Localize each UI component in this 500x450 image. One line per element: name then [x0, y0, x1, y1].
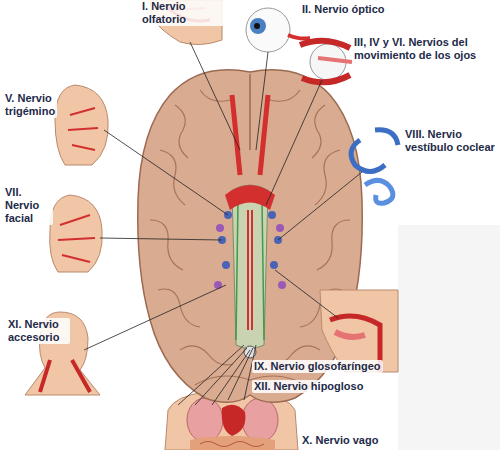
- inner-ear-figure: [351, 130, 398, 204]
- nerve-label: IX. Nervio glosofaríngeo: [252, 360, 383, 373]
- nerve-label: III, IV y VI. Nervios del movimiento de …: [352, 36, 498, 62]
- nerve-label: VIII. Nervio vestíbulo coclear: [403, 128, 497, 154]
- brain: [138, 70, 363, 403]
- nerve-label: VII. Nervio facial: [3, 186, 53, 225]
- nerve-label: XII. Nervio hipogloso: [252, 380, 365, 393]
- eye-muscles-figure: [300, 41, 352, 83]
- face-facial-figure: [50, 195, 103, 272]
- nerve-label: V. Nervio trigémino: [3, 92, 57, 118]
- face-trigeminal-figure: [55, 85, 108, 165]
- nerve-label: XI. Nervio accesorio: [6, 318, 70, 344]
- nerve-label: X. Nervio vago: [300, 434, 380, 447]
- leader-lines: [84, 42, 362, 405]
- nerve-label: I. Nervio olfatorio: [140, 0, 224, 26]
- nerve-label: II. Nervio óptico: [300, 3, 387, 16]
- background-panel: [398, 225, 500, 450]
